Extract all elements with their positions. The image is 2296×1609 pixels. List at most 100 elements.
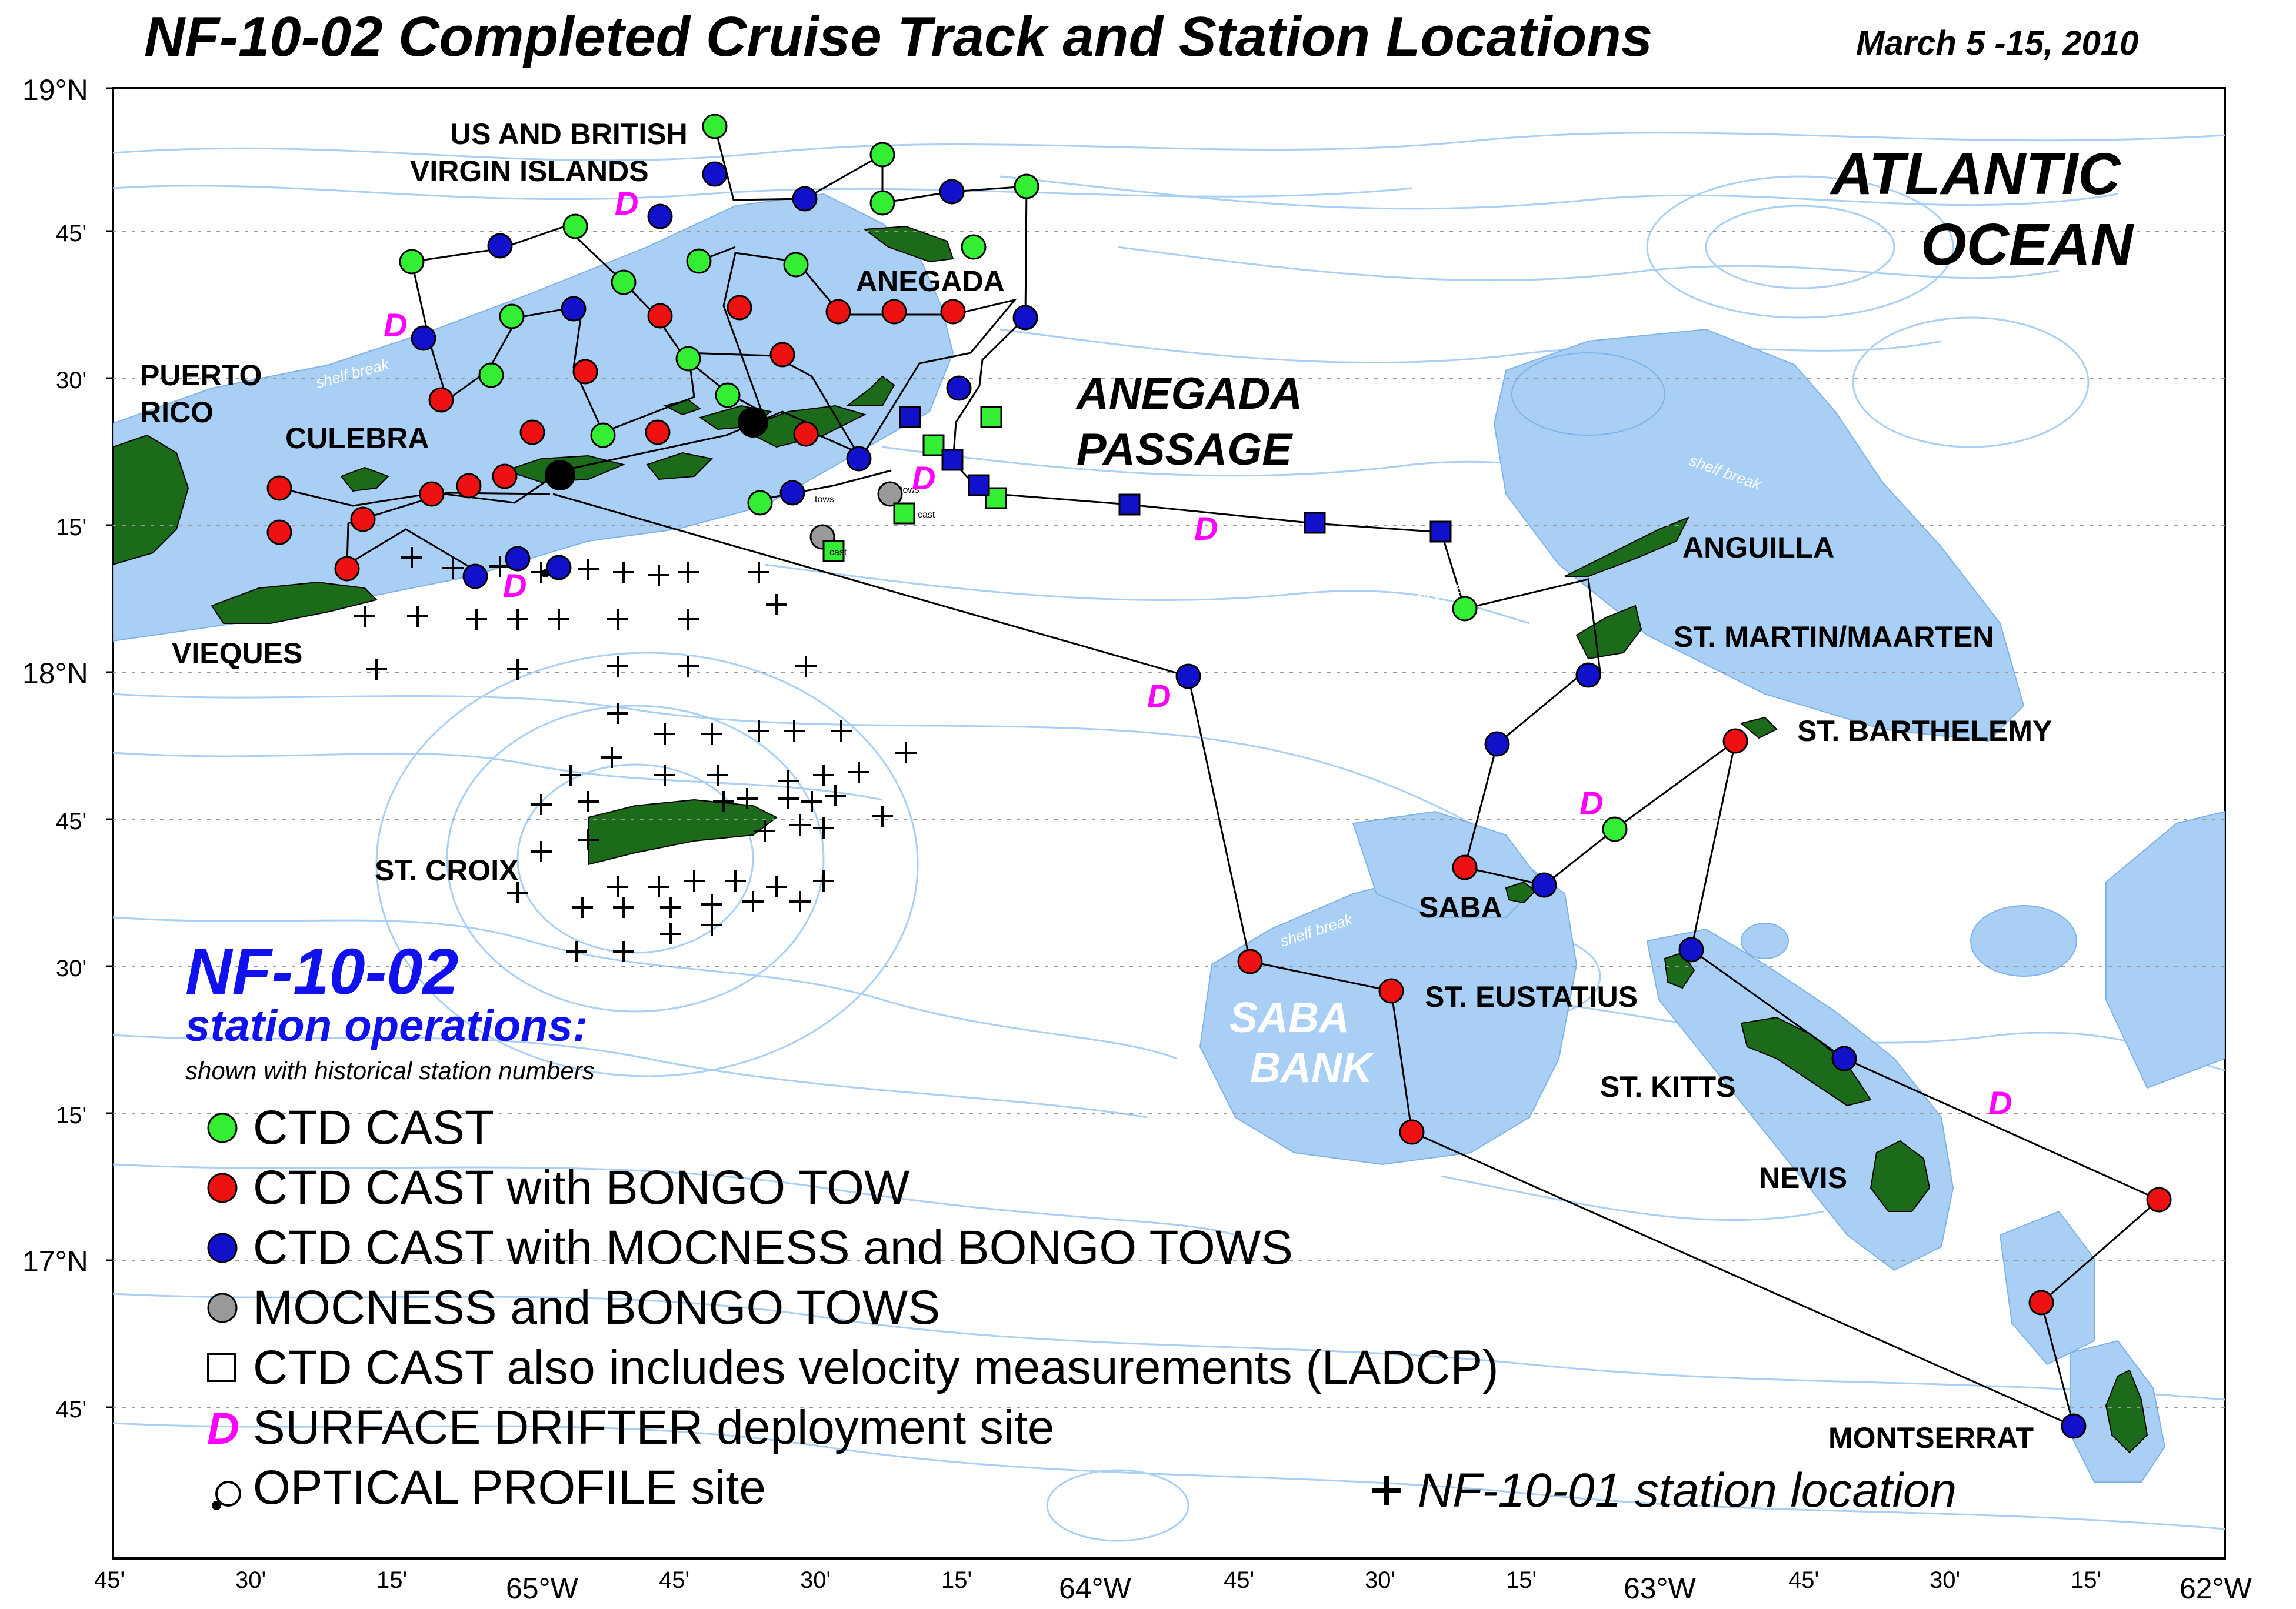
lon-label: 30' [1365, 1567, 1395, 1593]
large-station-marker [545, 460, 575, 490]
lat-label: 17°N [22, 1245, 88, 1278]
bathymetry-contours [113, 132, 2225, 1542]
station-bongo [419, 481, 445, 507]
saba-land [1505, 881, 1537, 904]
station-ctd [747, 490, 773, 516]
lat-label: 45' [56, 1397, 86, 1423]
graticule [113, 231, 2225, 1408]
ladcp-ctd-square [922, 434, 945, 456]
label-saba-bank: SABA [1229, 994, 1349, 1041]
station-bongo [1237, 949, 1263, 974]
legend-item: CTD CAST also includes velocity measurem… [253, 1341, 1499, 1394]
lon-label: 15' [1506, 1567, 1537, 1593]
legend-optical-swatch [215, 1481, 241, 1507]
station-ctd [611, 269, 637, 295]
ladcp-ctd-square [822, 540, 845, 562]
label-atlantic: ATLANTIC [1829, 141, 2121, 207]
lat-label: 18°N [22, 657, 88, 690]
station-bongo [266, 475, 292, 501]
label-anegada-island: ANEGADA [856, 265, 1005, 298]
lon-label: 15' [941, 1567, 972, 1593]
station-ctd [869, 142, 895, 168]
legend-item: OPTICAL PROFILE site [253, 1461, 766, 1514]
lon-label: 45' [1224, 1567, 1254, 1593]
station-mocness [846, 446, 872, 472]
ladcp-ctd-square [893, 502, 915, 525]
station-ctd [478, 362, 504, 388]
station-ctd [1014, 173, 1039, 199]
optical-profile-marker [541, 569, 549, 577]
lat-label: 45' [56, 809, 86, 834]
ladcp-mocness-square [1304, 512, 1326, 534]
label-anegada-passage: PASSAGE [1077, 425, 1293, 475]
station-ctd [1602, 816, 1628, 842]
lat-label: 45' [56, 221, 86, 246]
legend-subheading: station operations: [185, 1001, 588, 1051]
station-bongo [645, 419, 671, 445]
lon-label: 64°W [1059, 1572, 1132, 1605]
station-mocness [939, 179, 965, 205]
station-mocness [411, 325, 436, 351]
station-mocness [779, 480, 805, 506]
stations-ctd [399, 114, 1628, 842]
st-kitts-land [1740, 1016, 1872, 1107]
lon-label: 45' [94, 1567, 125, 1593]
lon-label: 30' [1930, 1567, 1960, 1593]
station-bongo [1378, 978, 1404, 1004]
cast-label: cast [918, 510, 935, 520]
station-ctd [869, 190, 895, 216]
label-st-martin: ST. MARTIN/MAARTEN [1674, 620, 1994, 653]
station-ctd [961, 234, 987, 260]
vieques-land [211, 581, 378, 624]
station-bongo [350, 506, 376, 532]
stations-bongo [266, 295, 2172, 1316]
station-ctd [686, 248, 712, 274]
ladcp-mocness-square [1118, 493, 1141, 516]
label-st-eustatius: ST. EUSTATIUS [1425, 980, 1638, 1013]
station-mocness [1678, 937, 1704, 963]
stations-mocness [411, 161, 2087, 1439]
station-bongo [1452, 854, 1478, 880]
legend-drifter-swatch: D [207, 1404, 239, 1454]
st-martin-land [1575, 605, 1642, 660]
station-ctd [715, 382, 741, 408]
label-usbvi: US AND BRITISH [450, 118, 688, 151]
lat-label: 15' [56, 515, 86, 540]
st-barth-land [1740, 716, 1778, 739]
label-st-barthelemy: ST. BARTHELEMY [1797, 715, 2052, 747]
station-bongo [881, 299, 907, 325]
station-bongo [793, 421, 819, 447]
lon-label: 65°W [506, 1572, 579, 1605]
station-mocness [2061, 1413, 2087, 1439]
lon-label: 30' [800, 1567, 831, 1593]
station-mocness [487, 233, 513, 259]
legend-grey-swatch [207, 1293, 238, 1323]
ladcp-mocness-square [941, 449, 964, 471]
label-st-croix: ST. CROIX [375, 854, 518, 887]
station-mocness-bongo [877, 481, 903, 507]
lon-axis: 45' 30' 15' 65°W 45' 30' 15' 64°W 45' 30… [94, 1567, 2252, 1605]
label-usbvi: VIRGIN ISLANDS [410, 155, 649, 188]
anguilla-land [1564, 516, 1690, 577]
bvi-east-land [845, 375, 895, 406]
station-bongo [1722, 728, 1748, 754]
lon-label: 45' [659, 1567, 689, 1593]
station-bongo [266, 519, 292, 545]
drifter-symbol: D [912, 459, 935, 496]
legend-nf1001-cross [1372, 1476, 1401, 1505]
label-montserrat: MONTSERRAT [1828, 1421, 2034, 1454]
lat-axis: 19°N 45' 30' 15' 18°N 45' 30' 15' 17°N 4… [22, 74, 113, 1423]
legend-nf1001: NF-10-01 station location [1418, 1464, 1957, 1517]
station-mocness [1175, 663, 1201, 689]
antigua-shelf [1999, 1210, 2095, 1366]
mooring-markers [545, 407, 768, 490]
lon-label: 15' [376, 1567, 407, 1593]
label-anegada-passage: ANEGADA [1075, 369, 1302, 419]
puerto-rico-land [113, 434, 189, 566]
station-ctd [562, 213, 588, 239]
ladcp-mocness-square [968, 474, 990, 496]
station-mocness [561, 296, 587, 322]
label-nevis: NEVIS [1759, 1161, 1847, 1194]
station-mocness [792, 186, 818, 212]
